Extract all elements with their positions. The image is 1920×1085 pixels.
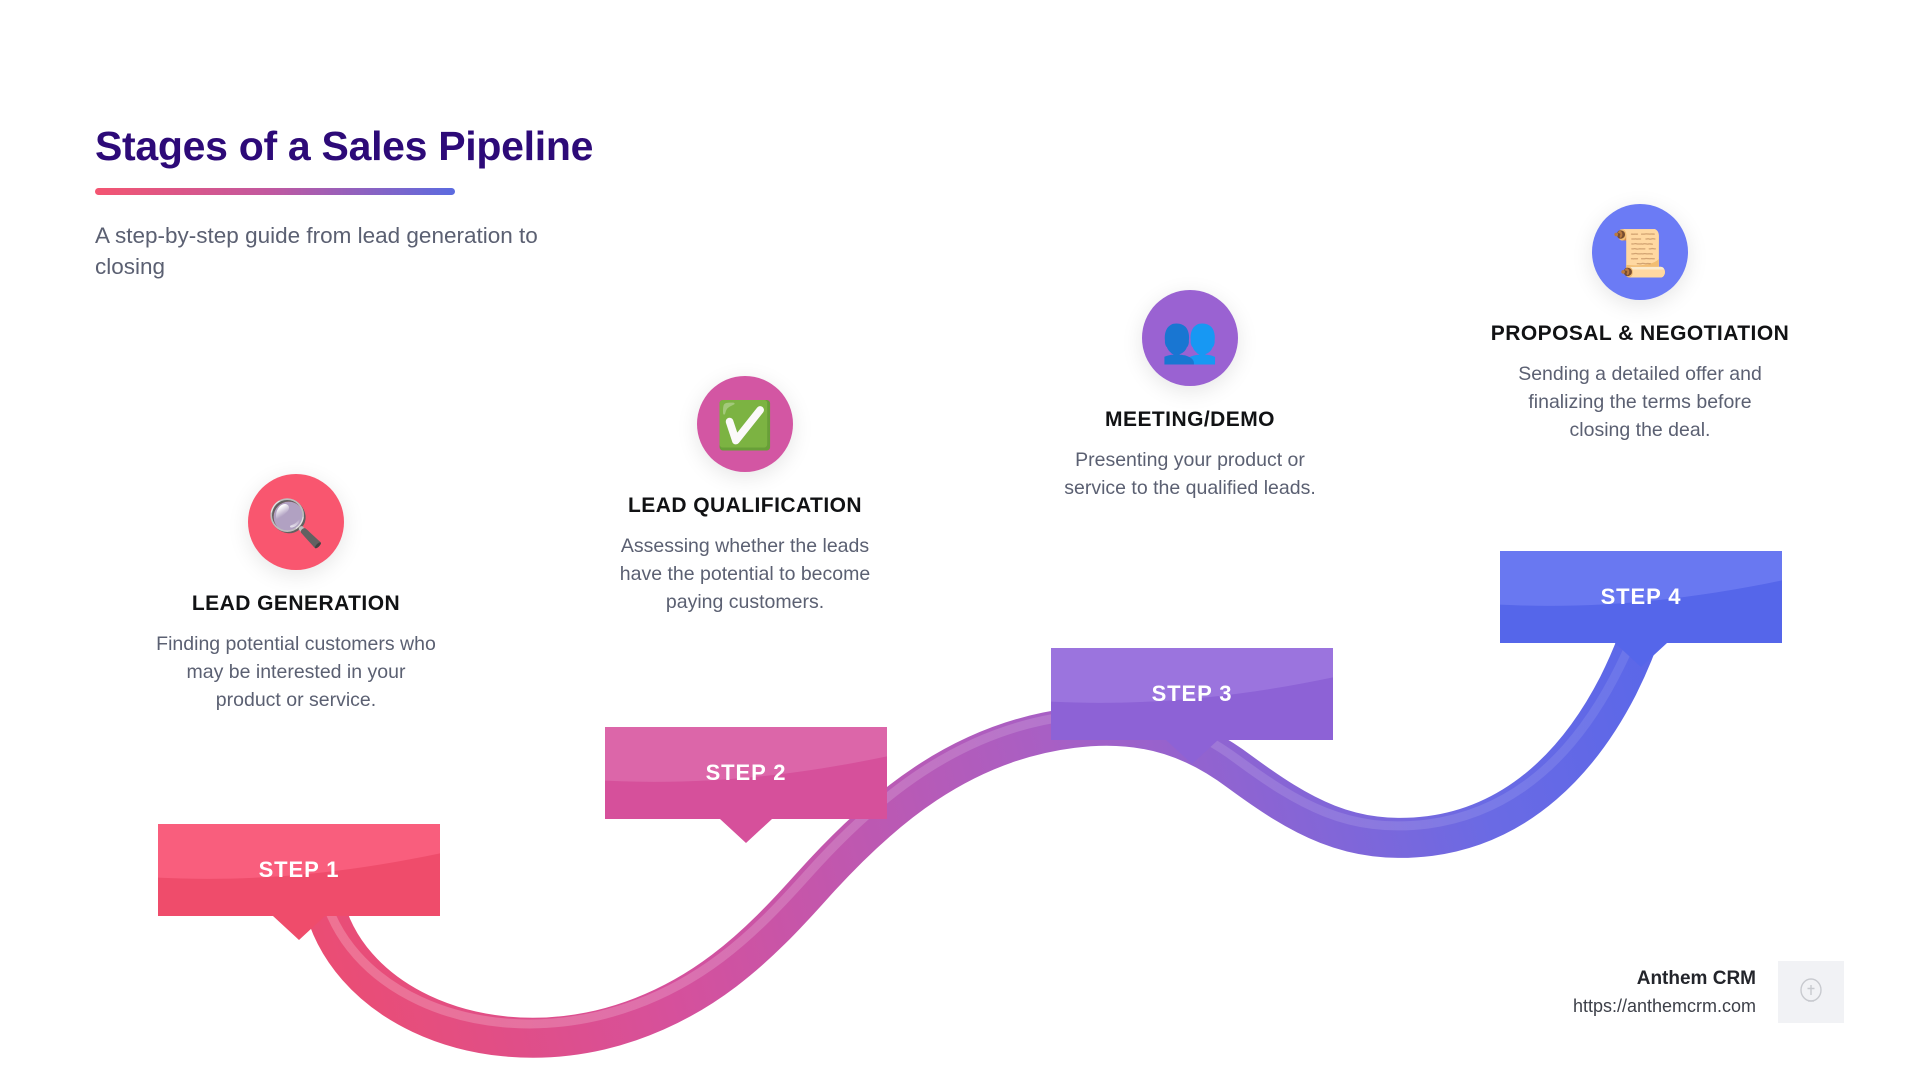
step-4-banner[interactable]: STEP 4 bbox=[1500, 551, 1782, 667]
step-2-banner[interactable]: STEP 2 bbox=[605, 727, 887, 843]
step-1-icon-circle: 🔍 bbox=[248, 474, 344, 570]
header-block: Stages of a Sales Pipeline A step-by-ste… bbox=[95, 122, 715, 283]
step-1-banner-tail bbox=[273, 916, 325, 940]
step-3-banner-label: STEP 3 bbox=[1151, 681, 1233, 706]
page-title: Stages of a Sales Pipeline bbox=[95, 123, 594, 169]
title-underline-rule bbox=[95, 188, 455, 196]
step-4-content: 📜 PROPOSAL & NEGOTIATION Sending a detai… bbox=[1490, 204, 1790, 445]
magnifying-glass-icon: 🔍 bbox=[267, 497, 325, 549]
step-2-content: ✅ LEAD QUALIFICATION Assessing whether t… bbox=[595, 376, 895, 617]
placeholder-logo-icon bbox=[1800, 978, 1822, 1002]
brand-url[interactable]: https://anthemcrm.com bbox=[1572, 995, 1756, 1016]
step-2-title: LEAD QUALIFICATION bbox=[627, 494, 863, 517]
busts-in-silhouette-icon: 👥 bbox=[1161, 313, 1219, 365]
footer-branding: Anthem CRM https://anthemcrm.com bbox=[1573, 961, 1844, 1023]
step-3-content: 👥 MEETING/DEMO Presenting your product o… bbox=[1040, 290, 1340, 502]
footer-text-block: Anthem CRM https://anthemcrm.com bbox=[1573, 965, 1756, 1019]
step-4-title: PROPOSAL & NEGOTIATION bbox=[1490, 322, 1790, 345]
step-3-title: MEETING/DEMO bbox=[1105, 408, 1275, 431]
step-1-description: Finding potential customers who may be i… bbox=[156, 633, 436, 712]
step-4-description: Sending a detailed offer and finalizing … bbox=[1518, 363, 1762, 442]
step-2-description: Assessing whether the leads have the pot… bbox=[619, 535, 871, 614]
scroll-icon: 📜 bbox=[1611, 227, 1669, 279]
step-3-description: Presenting your product or service to th… bbox=[1064, 449, 1316, 500]
step-3-banner-tail bbox=[1166, 740, 1218, 764]
step-1-title: LEAD GENERATION bbox=[191, 592, 401, 615]
brand-name: Anthem CRM bbox=[1636, 968, 1756, 990]
step-2-banner-label: STEP 2 bbox=[705, 760, 787, 785]
step-3-icon-circle: 👥 bbox=[1142, 290, 1238, 386]
step-1-content: 🔍 LEAD GENERATION Finding potential cust… bbox=[146, 474, 446, 715]
brand-logo bbox=[1778, 961, 1844, 1023]
step-1-banner-label: STEP 1 bbox=[258, 857, 340, 882]
step-4-banner-label: STEP 4 bbox=[1600, 584, 1682, 609]
step-4-banner-tail bbox=[1615, 643, 1667, 667]
step-2-banner-tail bbox=[720, 819, 772, 843]
page-subtitle: A step-by-step guide from lead generatio… bbox=[95, 223, 538, 280]
step-3-banner[interactable]: STEP 3 bbox=[1051, 648, 1333, 764]
step-2-icon-circle: ✅ bbox=[697, 376, 793, 472]
check-mark-button-icon: ✅ bbox=[716, 399, 774, 451]
step-1-banner[interactable]: STEP 1 bbox=[158, 824, 440, 940]
step-4-icon-circle: 📜 bbox=[1592, 204, 1688, 300]
